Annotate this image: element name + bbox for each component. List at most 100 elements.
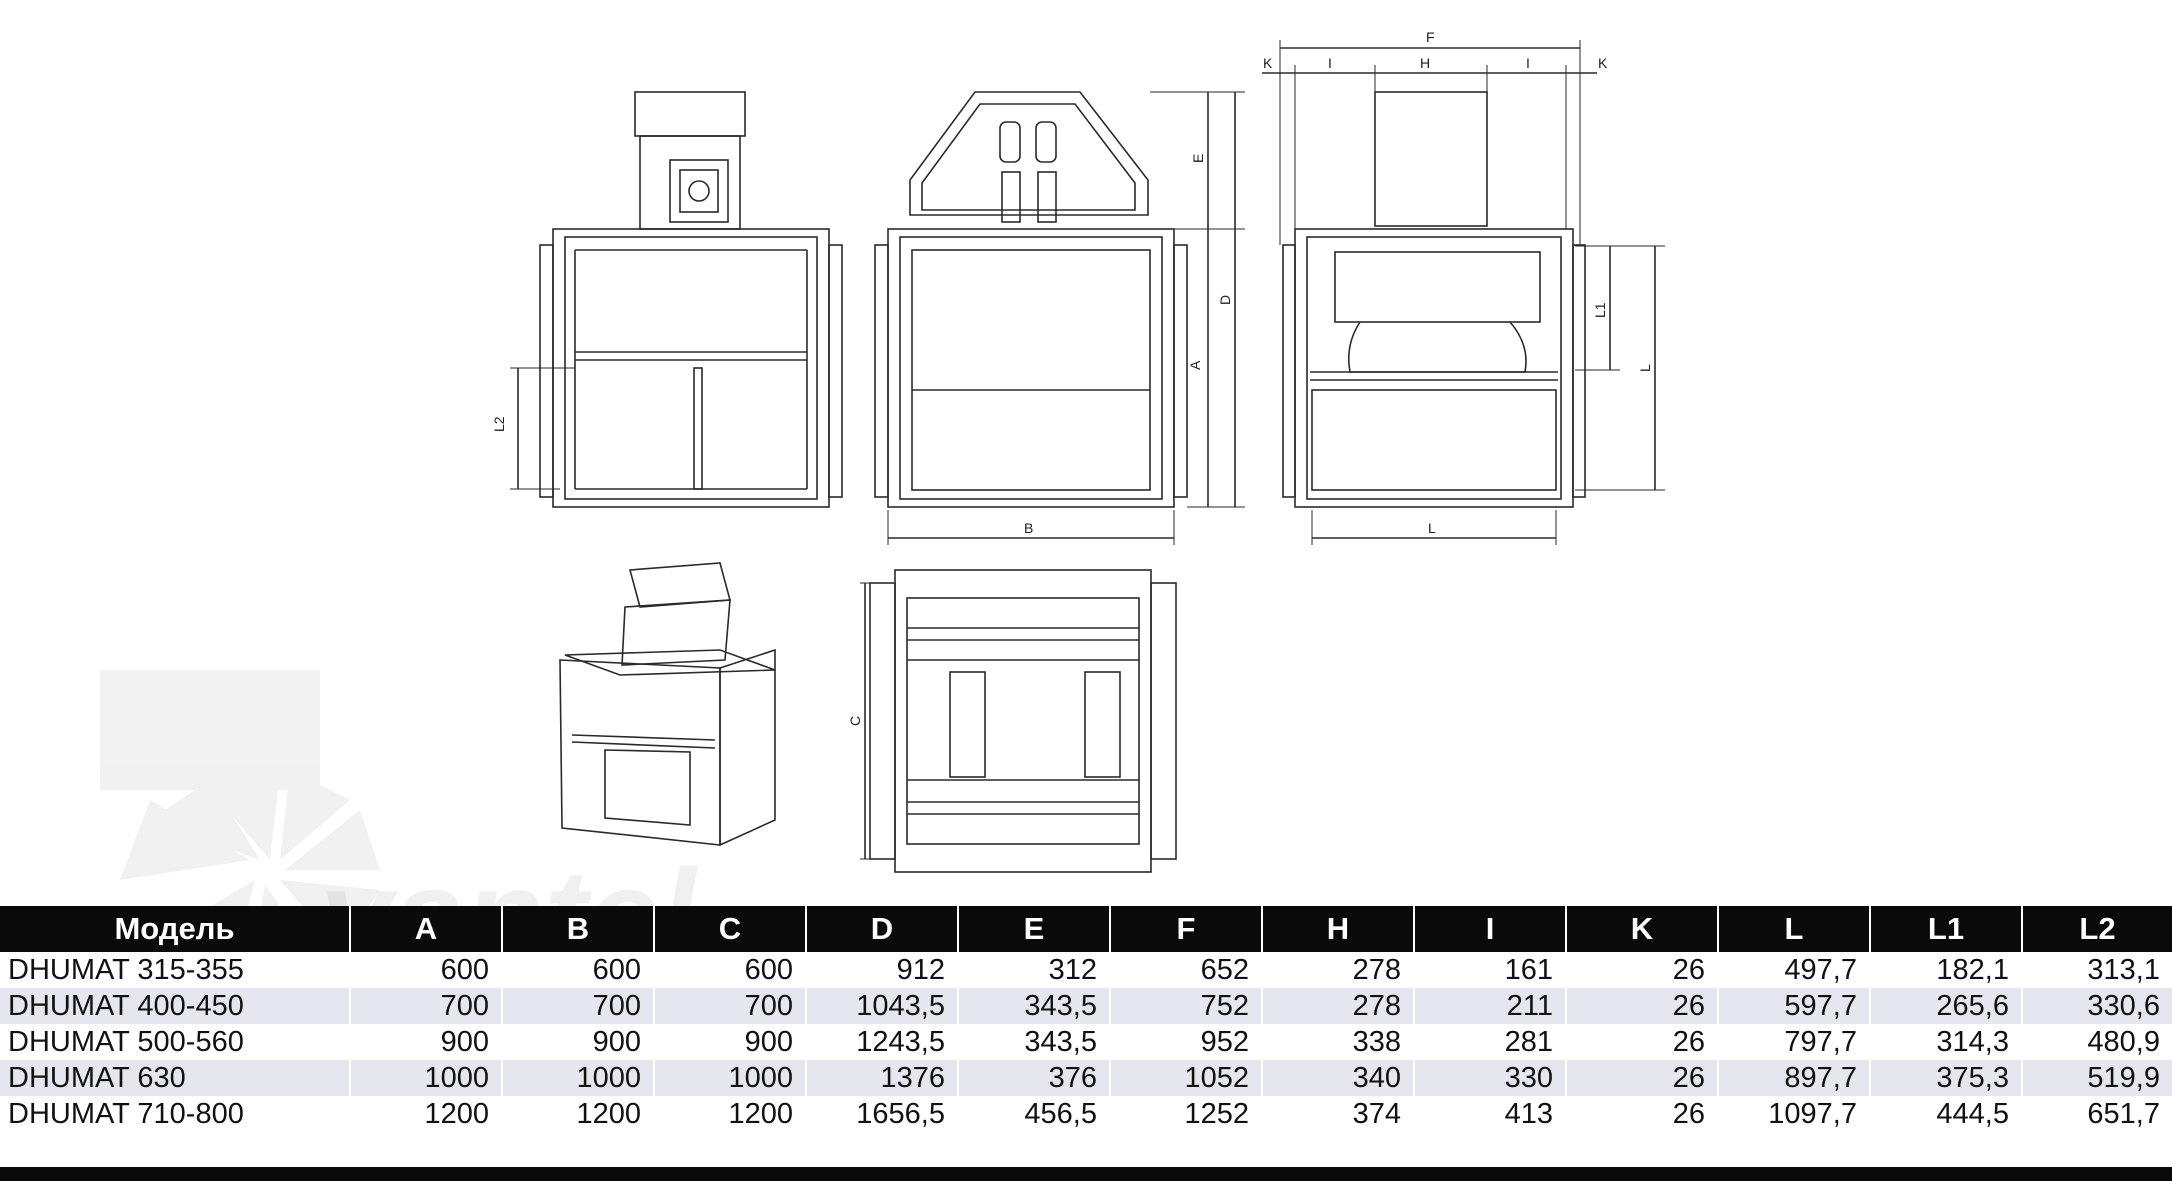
isometric-view [559,562,776,847]
cell: 600 [502,952,655,988]
cell: 26 [1566,1024,1719,1060]
cell: 519,9 [2022,1060,2172,1096]
cell: 700 [654,988,807,1024]
cell: 1000 [502,1060,655,1096]
bottom-view [860,569,1177,873]
cell: 281 [1414,1024,1567,1060]
header-k: K [1566,906,1719,952]
cell: 338 [1262,1024,1415,1060]
cell-model: DHUMAT 710-800 [0,1096,351,1132]
cell: 374 [1262,1096,1415,1132]
cell: 26 [1566,1096,1719,1132]
cell: 182,1 [1870,952,2023,988]
cell: 26 [1566,1060,1719,1096]
cell: 1252 [1110,1096,1263,1132]
front-view-center [874,91,1245,545]
cell: 700 [350,988,503,1024]
cell: 1376 [806,1060,959,1096]
cell: 897,7 [1718,1060,1871,1096]
header-b: B [502,906,655,952]
cell-model: DHUMAT 500-560 [0,1024,351,1060]
technical-drawings: L2 B A D E F K I H I K L1 L L C [491,29,1665,873]
dim-label-k-right: K [1598,55,1608,71]
cell: 1200 [502,1096,655,1132]
table-row: DHUMAT 500-560 900 900 900 1243,5 343,5 … [0,1024,2172,1060]
dim-label-l: L [1637,364,1653,372]
cell: 314,3 [1870,1024,2023,1060]
cell: 651,7 [2022,1096,2172,1132]
dim-label-l1: L1 [1592,302,1608,318]
drawings-svg: L2 B A D E F K I H I K L1 L L C [491,29,1665,873]
cell: 700 [502,988,655,1024]
cell: 343,5 [958,1024,1111,1060]
table-row: DHUMAT 630 1000 1000 1000 1376 376 1052 … [0,1060,2172,1096]
dim-label-l2: L2 [491,416,507,432]
header-model: Модель [0,906,351,952]
cell: 211 [1414,988,1567,1024]
cell: 597,7 [1718,988,1871,1024]
dim-label-c: C [847,716,863,726]
cell-model: DHUMAT 400-450 [0,988,351,1024]
header-f: F [1110,906,1263,952]
cell: 375,3 [1870,1060,2023,1096]
bottom-bar [0,1167,2172,1181]
header-e: E [958,906,1111,952]
cell: 1200 [350,1096,503,1132]
specifications-table: Модель A B C D E F H I K L L1 L2 DHUMAT … [0,906,2172,1132]
cell: 1000 [350,1060,503,1096]
cell: 652 [1110,952,1263,988]
cell: 340 [1262,1060,1415,1096]
cell: 900 [502,1024,655,1060]
side-view-left [510,91,843,508]
dim-label-l-bottom: L [1428,520,1436,536]
dim-label-d: D [1217,295,1233,305]
dim-label-k-left: K [1263,55,1273,71]
cell: 330 [1414,1060,1567,1096]
cell: 1200 [654,1096,807,1132]
cell: 26 [1566,988,1719,1024]
cell: 278 [1262,952,1415,988]
cell: 797,7 [1718,1024,1871,1060]
cell: 952 [1110,1024,1263,1060]
cell: 413 [1414,1096,1567,1132]
cell: 1097,7 [1718,1096,1871,1132]
cell: 497,7 [1718,952,1871,988]
cell: 376 [958,1060,1111,1096]
dim-label-b: B [1024,520,1033,536]
cell: 330,6 [2022,988,2172,1024]
dim-label-e: E [1190,154,1206,163]
dim-label-i-left: I [1328,55,1332,71]
cell: 600 [350,952,503,988]
header-i: I [1414,906,1567,952]
cell: 1043,5 [806,988,959,1024]
table-row: DHUMAT 400-450 700 700 700 1043,5 343,5 … [0,988,2172,1024]
dim-label-i-right: I [1526,55,1530,71]
cell: 265,6 [1870,988,2023,1024]
table-row: DHUMAT 315-355 600 600 600 912 312 652 2… [0,952,2172,988]
cell: 900 [654,1024,807,1060]
cell: 912 [806,952,959,988]
cell: 1052 [1110,1060,1263,1096]
cell: 26 [1566,952,1719,988]
header-l2: L2 [2022,906,2172,952]
cell: 900 [350,1024,503,1060]
header-l1: L1 [1870,906,2023,952]
cell: 313,1 [2022,952,2172,988]
header-a: A [350,906,503,952]
cell: 480,9 [2022,1024,2172,1060]
dim-label-a: A [1187,360,1203,370]
cell: 1000 [654,1060,807,1096]
cell: 600 [654,952,807,988]
cell: 456,5 [958,1096,1111,1132]
header-c: C [654,906,807,952]
header-l: L [1718,906,1871,952]
cell: 444,5 [1870,1096,2023,1132]
table-row: DHUMAT 710-800 1200 1200 1200 1656,5 456… [0,1096,2172,1132]
cell: 1656,5 [806,1096,959,1132]
cell-model: DHUMAT 315-355 [0,952,351,988]
cell: 1243,5 [806,1024,959,1060]
cell: 312 [958,952,1111,988]
cell: 343,5 [958,988,1111,1024]
cell: 161 [1414,952,1567,988]
cell-model: DHUMAT 630 [0,1060,351,1096]
